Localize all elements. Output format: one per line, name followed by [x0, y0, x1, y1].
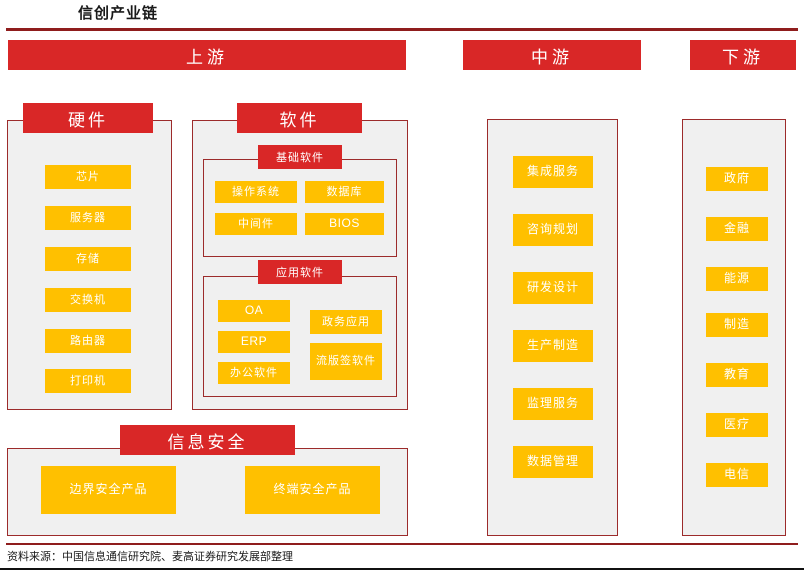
leaf-basic-3: BIOS [305, 213, 384, 235]
band-downstream: 下游 [690, 40, 796, 70]
caption-hardware: 硬件 [23, 103, 153, 133]
band-upstream: 上游 [8, 40, 406, 70]
band-downstream-label: 下游 [722, 47, 764, 67]
page-title: 信创产业链 [78, 6, 159, 22]
leaf-mid-2: 研发设计 [513, 272, 593, 304]
caption-software: 软件 [237, 103, 362, 133]
leaf-down-3: 制造 [706, 313, 768, 337]
leaf-down-0: 政府 [706, 167, 768, 191]
leaf-mid-0: 集成服务 [513, 156, 593, 188]
leaf-down-2: 能源 [706, 267, 768, 291]
leaf-hw-0: 芯片 [45, 165, 131, 189]
leaf-mid-4: 监理服务 [513, 388, 593, 420]
footer-rule [0, 568, 804, 570]
leaf-mid-5: 数据管理 [513, 446, 593, 478]
leaf-hw-3: 交换机 [45, 288, 131, 312]
leaf-app-right-1: 流版签软件 [310, 343, 382, 380]
leaf-app-left-1: ERP [218, 331, 290, 353]
leaf-basic-2: 中间件 [215, 213, 297, 235]
leaf-basic-0: 操作系统 [215, 181, 297, 203]
band-midstream: 中游 [463, 40, 641, 70]
footer-divider [6, 543, 798, 545]
caption-application-software: 应用软件 [258, 260, 342, 284]
leaf-app-left-0: OA [218, 300, 290, 322]
leaf-mid-3: 生产制造 [513, 330, 593, 362]
band-midstream-label: 中游 [531, 47, 573, 67]
leaf-hw-2: 存储 [45, 247, 131, 271]
leaf-mid-1: 咨询规划 [513, 214, 593, 246]
leaf-down-1: 金融 [706, 217, 768, 241]
title-divider [6, 28, 798, 31]
leaf-basic-1: 数据库 [305, 181, 384, 203]
leaf-down-6: 电信 [706, 463, 768, 487]
leaf-app-right-0: 政务应用 [310, 310, 382, 334]
leaf-hw-5: 打印机 [45, 369, 131, 393]
caption-basic-software: 基础软件 [258, 145, 342, 169]
source-note: 资料来源：中国信息通信研究院、麦高证券研究发展部整理 [7, 551, 293, 563]
leaf-sec-1: 终端安全产品 [245, 466, 380, 514]
leaf-app-left-2: 办公软件 [218, 362, 290, 384]
leaf-hw-4: 路由器 [45, 329, 131, 353]
panel-basic-software [203, 159, 397, 257]
caption-information-security: 信息安全 [120, 425, 295, 455]
leaf-down-4: 教育 [706, 363, 768, 387]
leaf-hw-1: 服务器 [45, 206, 131, 230]
leaf-sec-0: 边界安全产品 [41, 466, 176, 514]
band-upstream-label: 上游 [186, 47, 228, 67]
leaf-down-5: 医疗 [706, 413, 768, 437]
